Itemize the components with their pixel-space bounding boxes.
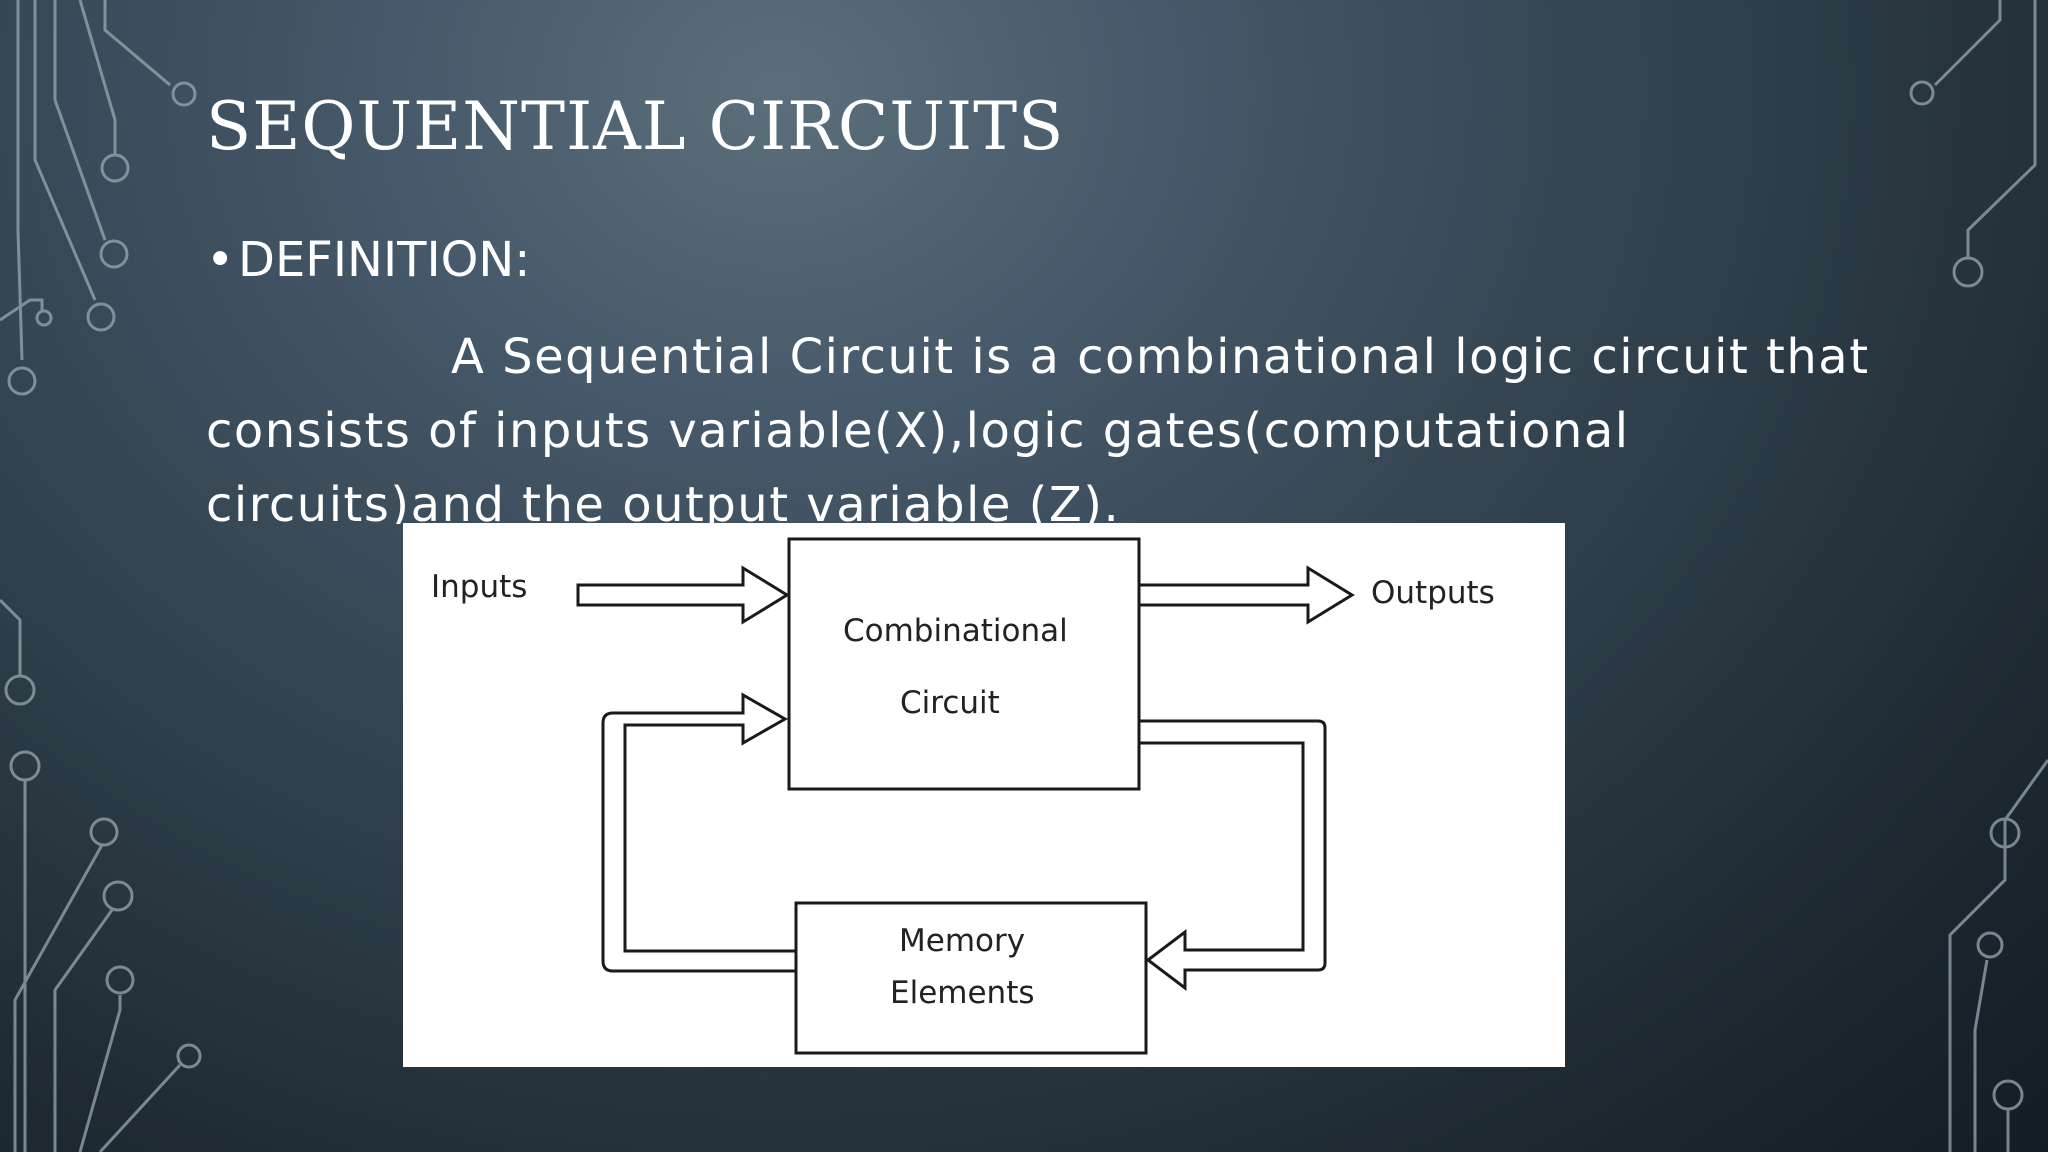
combinational-label-line1: Combinational	[843, 613, 1068, 649]
inputs-label: Inputs	[431, 569, 528, 605]
paragraph-line-1: A Sequential Circuit is a combinational …	[451, 329, 1870, 385]
sequential-circuit-diagram: Inputs Outputs Combinational Circuit Mem…	[403, 523, 1565, 1067]
output-arrow	[1137, 565, 1355, 625]
feedback-arrow-right	[1137, 719, 1327, 992]
memory-elements-box	[794, 901, 1148, 1055]
definition-label: DEFINITION:	[238, 232, 531, 288]
input-arrow	[576, 565, 790, 625]
memory-label-line1: Memory	[899, 923, 1026, 959]
outputs-label: Outputs	[1371, 575, 1495, 611]
paragraph-line-3: circuits)and the output variable (Z).	[206, 477, 1121, 524]
feedback-arrow-left	[601, 692, 798, 973]
paragraph-line-2: consists of inputs variable(X),logic gat…	[206, 403, 1630, 459]
combinational-label-line2: Circuit	[900, 685, 1000, 721]
combinational-circuit-box	[787, 537, 1141, 791]
memory-label-line2: Elements	[890, 975, 1035, 1011]
diagram-graphics	[576, 537, 1355, 1055]
definition-bullet: •DEFINITION:	[206, 232, 530, 288]
bullet-dot: •	[206, 232, 235, 288]
definition-paragraph: A Sequential Circuit is a combinational …	[206, 320, 1870, 524]
slide-title: SEQUENTIAL CIRCUITS	[206, 88, 1065, 165]
